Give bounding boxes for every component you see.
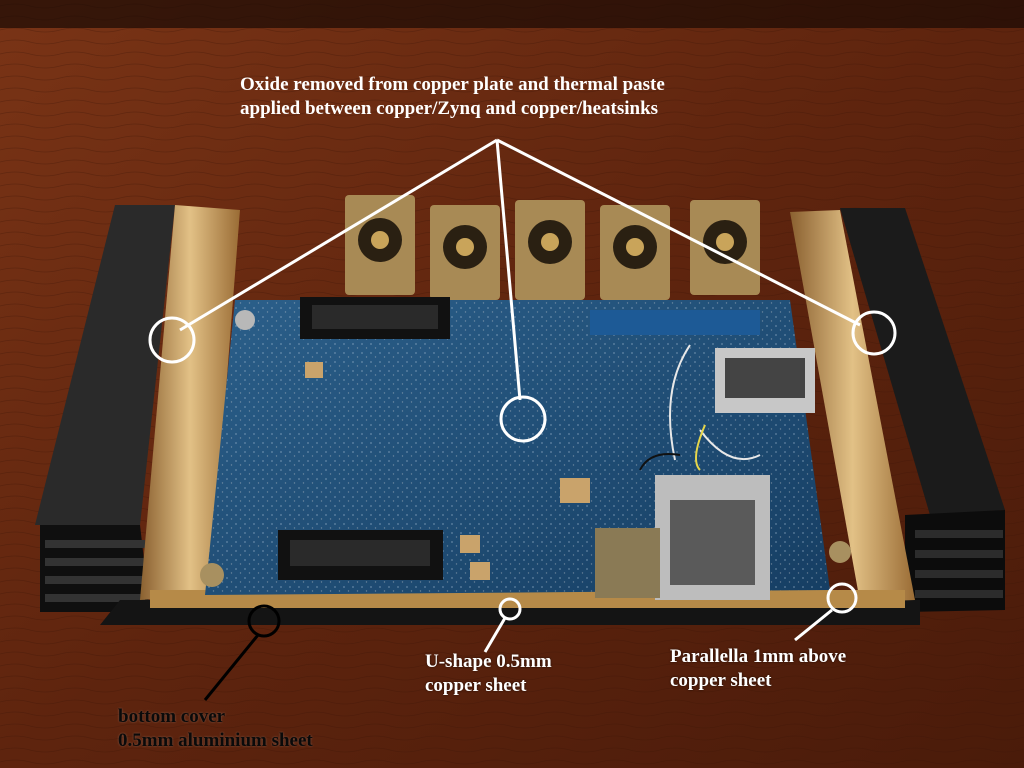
rca-connectors xyxy=(345,195,760,300)
ushape-line-1: U-shape 0.5mm xyxy=(425,651,552,672)
bottom-cover-pointer xyxy=(203,604,281,701)
oxide-pointers xyxy=(148,138,897,443)
marker-circle-right xyxy=(851,310,897,356)
marker-circle-center xyxy=(499,395,547,443)
oxide-line-1: Oxide removed from copper plate and ther… xyxy=(240,74,665,95)
bottom-line-2: 0.5mm aluminium sheet xyxy=(118,730,313,751)
oxide-annotation: Oxide removed from copper plate and ther… xyxy=(240,73,665,121)
parallella-line-1: Parallella 1mm above xyxy=(670,646,847,667)
parallella-pointer xyxy=(794,582,858,642)
ushape-annotation: U-shape 0.5mm copper sheet xyxy=(425,650,552,698)
parallella-line-2: copper sheet xyxy=(670,670,772,691)
bottom-cover-annotation: bottom cover 0.5mm aluminium sheet xyxy=(118,705,313,753)
bottom-line-1: bottom cover xyxy=(118,706,226,727)
marker-circle-left xyxy=(148,316,196,364)
left-heatsink xyxy=(35,205,175,612)
ushape-line-2: copper sheet xyxy=(425,675,527,696)
parallella-annotation: Parallella 1mm above copper sheet xyxy=(670,645,846,693)
oxide-line-2: applied between copper/Zynq and copper/h… xyxy=(240,98,659,119)
right-heatsink xyxy=(840,208,1005,612)
parallella-pcb xyxy=(200,297,851,600)
ushape-pointer xyxy=(483,597,522,653)
